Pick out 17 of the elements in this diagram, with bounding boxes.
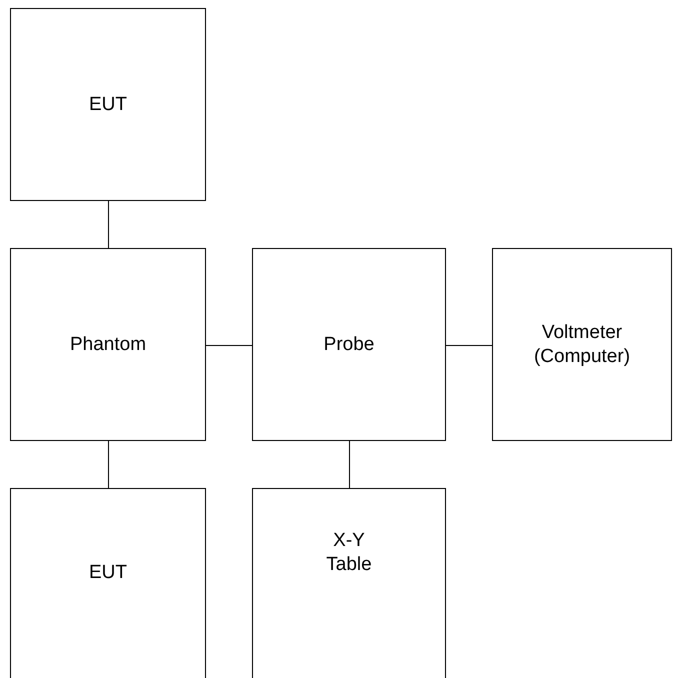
block-label: EUT [89, 561, 127, 585]
block-box [492, 248, 672, 441]
connector-line [206, 345, 252, 346]
block-label: X-Y Table [325, 529, 373, 576]
block-label: Voltmeter (Computer) [532, 320, 632, 368]
connector-line [349, 440, 350, 488]
block-box [10, 248, 206, 441]
connector-line [446, 345, 492, 346]
block-label: Probe [324, 332, 374, 356]
connector-line [108, 200, 109, 248]
block-box [10, 488, 206, 678]
connector-line [108, 440, 109, 488]
block-label: Phantom [70, 332, 146, 356]
block-box [10, 8, 206, 201]
block-label: EUT [89, 92, 127, 116]
block-box [252, 488, 446, 678]
block-box [252, 248, 446, 441]
